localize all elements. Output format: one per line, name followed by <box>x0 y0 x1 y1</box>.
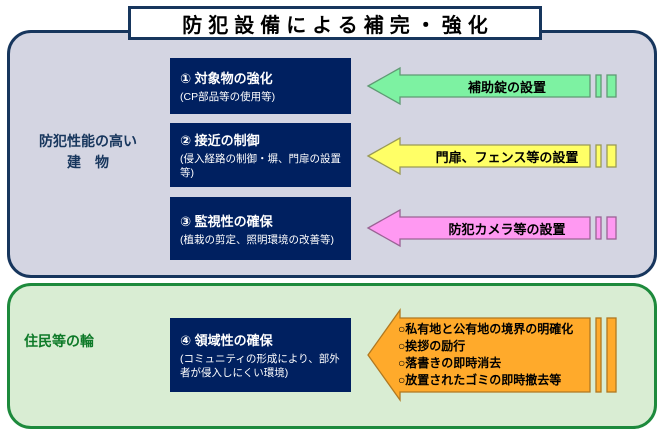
diagram-title: 防犯設備による補完・強化 <box>128 6 542 40</box>
building-side-label-line1: 防犯性能の高い <box>39 133 137 149</box>
arrow-body <box>367 307 591 403</box>
arrow-body <box>366 208 591 248</box>
measure-box-surveillance: ③ 監視性の確保 (植栽の剪定、照明環境の改善等) <box>170 197 351 260</box>
arrow-auxiliary-lock: 補助錠の設置 <box>366 66 622 106</box>
arrow-label: 補助錠の設置 <box>467 79 546 95</box>
measure-box-title: ③ 監視性の確保 <box>180 213 273 229</box>
measure-box-title: ④ 領域性の確保 <box>180 333 273 348</box>
arrow-stripe-thin <box>595 144 602 168</box>
striped-left-arrow-icon <box>367 307 617 403</box>
arrow-list-item: ○私有地と公有地の境界の明確化 <box>398 322 574 336</box>
arrow-stripe-thin <box>595 216 602 240</box>
measure-box-target-strengthening: ① 対象物の強化 (CP部品等の使用等) <box>170 58 351 114</box>
measure-box-territoriality: ④ 領域性の確保 (コミュニティの形成により、部外者が侵入しにくい環境) <box>170 318 351 392</box>
residents-side-label: 住民等の輪 <box>24 333 94 349</box>
arrow-security-camera: 防犯カメラ等の設置 <box>366 208 622 248</box>
measure-box-access-control: ② 接近の制御 (侵入経路の制御・塀、門扉の設置等) <box>170 123 351 187</box>
striped-left-arrow-icon <box>366 208 617 248</box>
measure-box-subtitle: (植栽の剪定、照明環境の改善等) <box>180 233 334 246</box>
measure-box-title: ① 対象物の強化 <box>180 71 273 86</box>
arrow-gate-fence: 門扉、フェンス等の設置 <box>366 136 622 176</box>
arrow-stripe-thick <box>606 216 617 240</box>
arrow-body <box>366 66 591 106</box>
building-side-label: 防犯性能の高い 建 物 <box>12 131 164 173</box>
striped-left-arrow-icon <box>366 66 617 106</box>
measure-box-subtitle: (コミュニティの形成により、部外者が侵入しにくい環境) <box>180 353 340 379</box>
arrow-list: ○私有地と公有地の境界の明確化 ○挨拶の励行 ○落書きの即時消去 ○放置されたゴ… <box>366 306 622 404</box>
arrow-label: 防犯カメラ等の設置 <box>448 221 566 237</box>
arrow-body <box>366 136 591 176</box>
measure-box-title: ② 接近の制御 <box>180 133 260 148</box>
striped-left-arrow-icon <box>366 136 617 176</box>
measure-box-subtitle: (CP部品等の使用等) <box>180 91 276 103</box>
arrow-community-actions: ○私有地と公有地の境界の明確化 ○挨拶の励行 ○落書きの即時消去 ○放置されたゴ… <box>366 306 622 404</box>
arrow-label: 門扉、フェンス等の設置 <box>435 149 579 165</box>
measure-box-subtitle: (侵入経路の制御・塀、門扉の設置等) <box>180 153 341 179</box>
arrow-list-item: ○挨拶の励行 <box>398 339 466 353</box>
arrow-stripe-thick <box>606 317 617 393</box>
arrow-list-item: ○落書きの即時消去 <box>398 356 502 370</box>
arrow-stripe-thick <box>606 74 617 98</box>
arrow-stripe-thin <box>595 317 602 393</box>
arrow-stripe-thick <box>606 144 617 168</box>
building-side-label-line2: 建 物 <box>67 154 109 170</box>
arrow-list-item: ○放置されたゴミの即時撤去等 <box>398 373 562 387</box>
arrow-stripe-thin <box>595 74 602 98</box>
